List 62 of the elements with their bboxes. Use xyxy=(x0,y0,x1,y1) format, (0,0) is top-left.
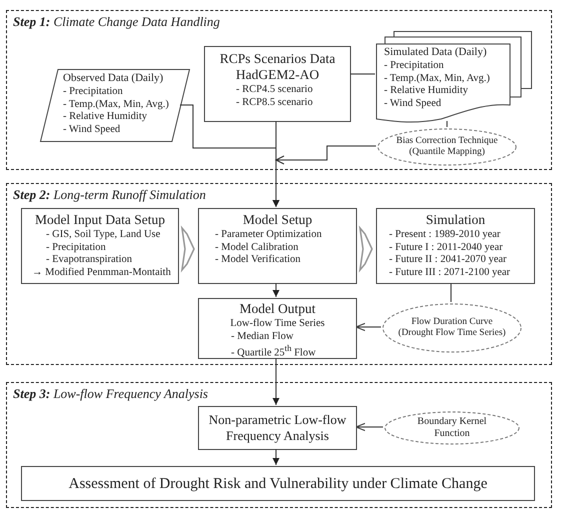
step-panel xyxy=(6,10,552,170)
box-heading: Model Setup xyxy=(242,212,314,228)
process-box xyxy=(198,298,357,359)
method-ellipse xyxy=(384,411,520,445)
box-heading: Simulation xyxy=(424,212,486,228)
data-parallelogram xyxy=(40,69,190,142)
step-panel xyxy=(6,183,552,365)
arrow xyxy=(355,422,384,432)
list-item: - Relative Humidity xyxy=(384,85,469,98)
list-item: - Future I : 2011-2040 year xyxy=(388,242,504,254)
arrow xyxy=(272,282,280,298)
list-item: - GIS, Soil Type, Land Use xyxy=(45,229,162,242)
step-title: Step 2: Long-term Runoff Simulation xyxy=(13,187,207,203)
box-heading: Model Input Data Setup xyxy=(34,212,166,228)
list-item: - Model Calibration xyxy=(214,242,300,254)
connector-line xyxy=(450,282,452,302)
list-item: - Precipitation xyxy=(45,242,107,254)
list-item: - Temp.(Max, Min, Avg.) xyxy=(63,98,170,112)
step-title: Step 3: Low-flow Frequency Analysis xyxy=(13,386,209,402)
list-item: - Future III : 2071-2100 year xyxy=(388,266,512,280)
document-stack xyxy=(376,31,532,122)
list-item: - Present : 1989-2010 year xyxy=(388,229,502,242)
box-heading: RCPs Scenarios Data HadGEM2-AO xyxy=(218,51,336,84)
connector-line xyxy=(446,120,448,128)
process-box xyxy=(198,406,357,450)
block-arrow xyxy=(358,225,373,273)
list-item: - Model Verification xyxy=(214,254,302,267)
process-box xyxy=(21,466,535,501)
list-item: - Evapotranspiration xyxy=(45,254,134,267)
list-item: - Wind Speed xyxy=(63,124,122,137)
box-heading: Simulated Data (Daily) xyxy=(384,46,488,60)
list-item: → Modified Penmman-Montaith xyxy=(31,266,172,280)
arrow xyxy=(272,146,376,208)
step-panel xyxy=(6,382,552,508)
method-ellipse xyxy=(382,303,522,353)
box-text: Assessment of Drought Risk and Vulnerability under Climate Change xyxy=(68,474,488,492)
process-box xyxy=(376,208,535,284)
list-item: - Parameter Optimization xyxy=(214,229,323,242)
list-item: - Future II : 2041-2070 year xyxy=(388,254,508,267)
box-subheading: Low-flow Time Series xyxy=(229,318,326,331)
list-item: - RCP4.5 scenario xyxy=(235,84,314,97)
list-item: - Precipitation xyxy=(384,60,445,73)
box-heading: Observed Data (Daily) xyxy=(63,72,164,86)
box-heading: Model Output xyxy=(238,301,317,318)
process-box xyxy=(204,46,351,122)
box-text: Bias Correction Technique (Quantile Mapping) xyxy=(395,136,499,158)
step-title: Step 1: Climate Change Data Handling xyxy=(13,14,221,30)
list-item: - Temp.(Max, Min, Avg.) xyxy=(384,72,491,86)
block-arrow xyxy=(180,225,195,273)
list-item: - Precipitation xyxy=(63,86,124,99)
list-item: - Median Flow xyxy=(230,330,294,344)
box-text: Non-parametric Low-flow Frequency Analysis xyxy=(208,412,348,444)
box-text: Boundary Kernel Function xyxy=(416,416,488,440)
arrow xyxy=(355,322,382,332)
arrow xyxy=(272,358,280,406)
list-item: - Wind Speed xyxy=(384,98,442,111)
arrow xyxy=(272,448,280,466)
list-item: - RCP8.5 scenario xyxy=(235,96,314,110)
method-ellipse xyxy=(377,128,517,166)
box-text: Flow Duration Curve (Drought Flow Time Series) xyxy=(397,316,507,340)
list-item: - Relative Humidity xyxy=(63,111,148,124)
list-item: - Quartile 25$^{th}$ Flow xyxy=(230,343,317,360)
